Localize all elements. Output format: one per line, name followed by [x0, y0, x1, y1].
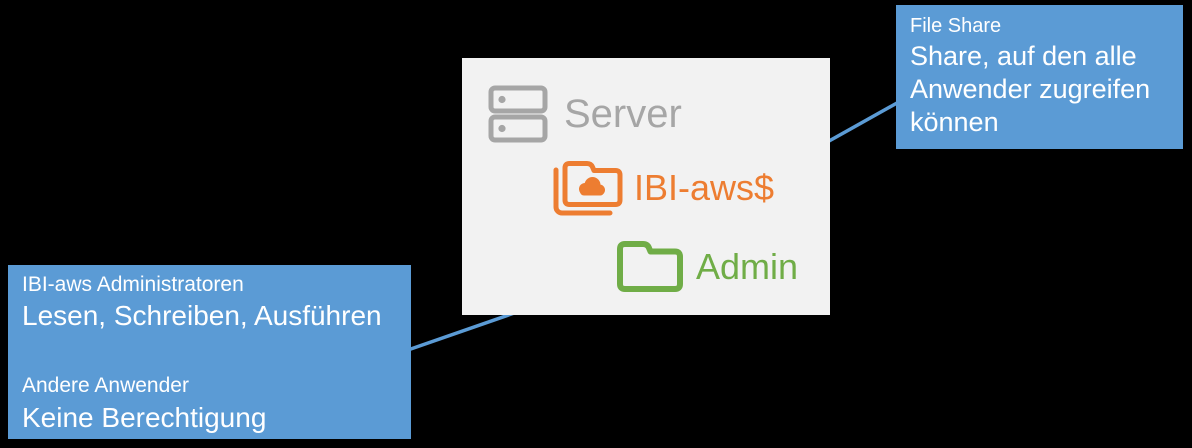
folder-icon — [617, 241, 683, 292]
callout-file-share-title: File Share — [910, 15, 1002, 37]
callout-spacer — [22, 333, 397, 372]
callout-admins-title: IBI-aws Administratoren — [22, 273, 244, 296]
server-icon — [488, 85, 548, 143]
callout-file-share-body: Share, auf den alle Anwender zugreifen k… — [910, 41, 1151, 137]
callout-permissions: IBI-aws Administratoren Lesen, Schreiben… — [8, 265, 411, 439]
server-label: Server — [564, 92, 682, 136]
callout-others-title: Andere Anwender — [22, 374, 189, 398]
file-share-label: IBI-aws$ — [634, 167, 775, 208]
shared-folder-cloud-icon — [553, 161, 623, 216]
callout-others-body: Keine Berechtigung — [22, 401, 267, 433]
callout-admins-body: Lesen, Schreiben, Ausführen — [22, 300, 382, 332]
callout-file-share: File Share Share, auf den alle Anwender … — [896, 5, 1183, 149]
server-panel: Server IBI-aws$ Admin — [462, 58, 830, 315]
admin-folder-label: Admin — [696, 246, 799, 287]
